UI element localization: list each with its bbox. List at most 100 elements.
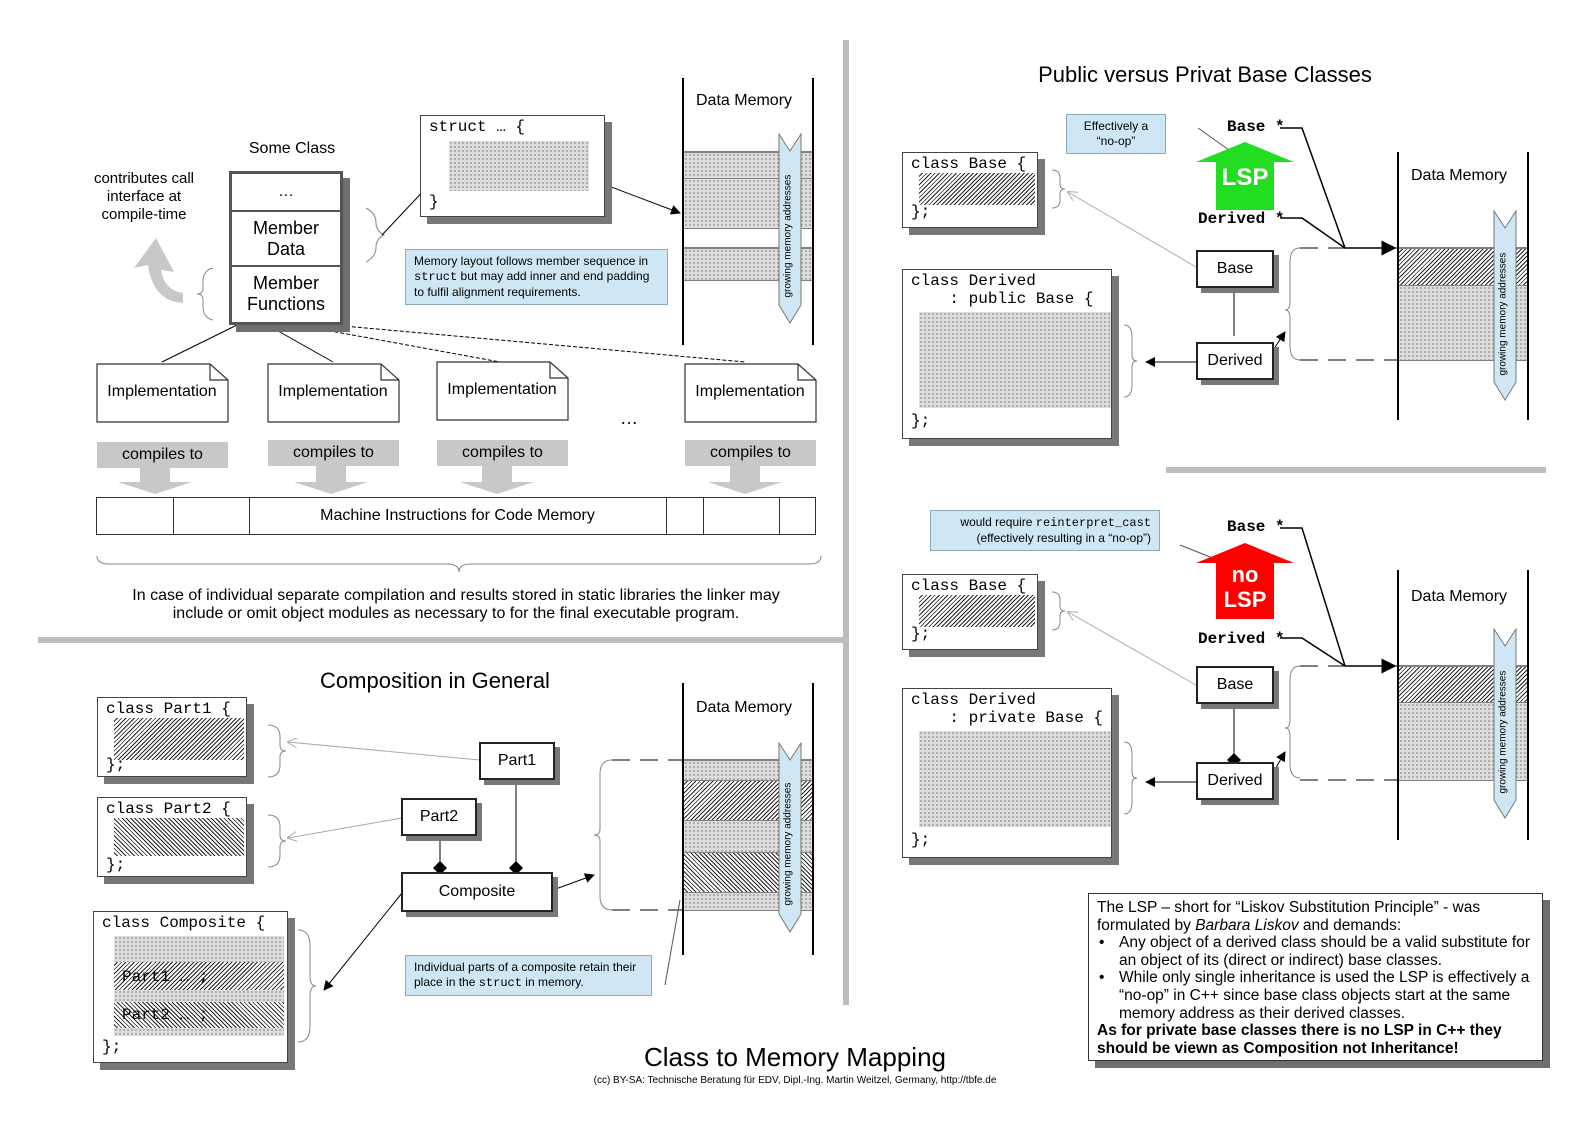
credit-line: (cc) BY-SA: Technische Beratung für EDV,… [593, 1075, 997, 1086]
lsp-green-arrow-icon [1196, 142, 1294, 210]
lsp-line2-post: and demands: [1298, 916, 1402, 934]
linker-footnote: In case of individual separate compilati… [132, 587, 780, 622]
note-text-post: but may add inner and end padding to ful… [414, 269, 650, 299]
no-label: no [1231, 562, 1259, 587]
lsp-bullet-2: •While only single inheritance is used t… [1099, 969, 1530, 1022]
part2-close: }; [106, 856, 126, 874]
composite-part1-member: Part1 … ; [122, 968, 209, 986]
composite-part2-member: Part2 … ; [122, 1006, 209, 1024]
derived-ptr-label-private: Derived * [1198, 630, 1285, 648]
public-derived-code-box: class Derived : public Base { }; [902, 269, 1112, 439]
compiles-to-2: compiles to [268, 440, 399, 466]
member-functions-cell: Member Functions [246, 273, 326, 314]
uml-public-derived: Derived [1196, 342, 1274, 380]
private-derived-open1: class Derived [911, 691, 1036, 709]
struct-open-text: struct … { [429, 118, 526, 136]
composite-code-box: class Composite { Part1 … ; Part2 … ; }; [93, 911, 288, 1063]
struct-close-text: } [429, 193, 439, 211]
uml-private-base: Base [1196, 666, 1274, 704]
part2-hatch [114, 818, 244, 856]
lsp-explanation-box: The LSP – short for “Liskov Substitution… [1088, 893, 1543, 1061]
implementation-more: … [620, 408, 638, 428]
uml-public-base: Base [1196, 250, 1274, 288]
some-class-box: … Member Data Member Functions [229, 171, 343, 325]
private-derived-open2: : private Base { [911, 709, 1104, 727]
composite-open: class Composite { [102, 914, 266, 932]
struct-code-box: struct … { } [420, 115, 605, 217]
growing-arrow-icon-1 [778, 133, 802, 324]
lsp-conclusion: As for private base classes there is no … [1097, 1022, 1502, 1057]
composition-title: Composition in General [320, 668, 550, 693]
struct-member-area [449, 141, 589, 191]
part2-code-box: class Part2 { }; [97, 797, 247, 877]
composite-pad-2 [114, 990, 284, 1002]
lsp-line2-em: Barbara Liskov [1195, 916, 1299, 934]
derived-ptr-label-public: Derived * [1198, 210, 1285, 228]
class-ellipsis: … [232, 174, 340, 212]
part1-close: }; [106, 756, 126, 774]
lsp-line2-pre: formulated by [1097, 916, 1196, 934]
composite-part2-area [114, 1002, 284, 1028]
composite-pad-3 [114, 1028, 284, 1036]
growing-arrow-icon-3 [1493, 210, 1517, 401]
machine-instructions-bar: Machine Instructions for Code Memory [96, 497, 816, 535]
growing-arrow-icon-4 [1493, 628, 1517, 819]
lsp-bullet-2-text: While only single inheritance is used th… [1119, 969, 1530, 1022]
member-data-cell: Member Data [232, 212, 340, 267]
part2-open: class Part2 { [106, 800, 231, 818]
part1-code-box: class Part1 { }; [97, 697, 247, 777]
curved-arrow-icon [134, 238, 183, 303]
private-derived-code-box: class Derived : private Base { }; [902, 688, 1112, 858]
growing-label-4: growing memory addresses [1497, 670, 1509, 794]
implementation-4: Implementation [695, 383, 805, 400]
main-title: Class to Memory Mapping [644, 1042, 946, 1072]
data-memory-label-1: Data Memory [696, 92, 793, 109]
compiles-to-1: compiles to [97, 442, 228, 468]
compiles-to-3: compiles to [437, 440, 568, 466]
some-class-label: Some Class [248, 140, 336, 157]
comp-note-post: in memory. [521, 975, 584, 989]
implementation-1: Implementation [107, 383, 217, 400]
private-base-code-box: class Base { }; [902, 574, 1038, 650]
growing-label-2: growing memory addresses [782, 782, 794, 906]
composite-part1-area [114, 962, 284, 990]
implementation-3: Implementation [447, 381, 557, 398]
public-base-close: }; [911, 203, 931, 221]
composition-note: Individual parts of a composite retain t… [405, 955, 652, 996]
growing-label-1: growing memory addresses [782, 174, 794, 298]
lsp-bullet-1: •Any object of a derived class should be… [1099, 934, 1530, 969]
reint-note-pre: would require [960, 515, 1036, 529]
part1-open: class Part1 { [106, 700, 231, 718]
public-derived-close: }; [911, 412, 931, 430]
nolsp-label: LSP [1223, 587, 1267, 612]
lsp-green-label: LSP [1221, 164, 1269, 191]
reint-note-code: reinterpret_cast [1035, 516, 1151, 530]
uml-part2: Part2 [401, 798, 477, 836]
public-derived-open2: : public Base { [911, 290, 1094, 308]
public-base-hatch [919, 173, 1035, 205]
private-derived-area [919, 731, 1111, 827]
reinterpret-note: would require reinterpret_cast (effectiv… [930, 510, 1160, 551]
uml-part1: Part1 [479, 742, 555, 780]
lsp-line2: formulated by Barbara Liskov and demands… [1097, 917, 1534, 935]
public-base-open: class Base { [911, 155, 1027, 173]
public-derived-open1: class Derived [911, 272, 1036, 290]
part1-hatch [114, 718, 244, 760]
lsp-bullet-1-text: Any object of a derived class should be … [1119, 934, 1530, 969]
compiles-to-4: compiles to [685, 440, 816, 466]
data-memory-label-2: Data Memory [696, 699, 793, 716]
base-ptr-label-private: Base * [1227, 518, 1285, 536]
lsp-line1: The LSP – short for “Liskov Substitution… [1097, 899, 1481, 916]
machine-label: Machine Instructions for Code Memory [320, 507, 595, 524]
note-text-pre: Memory layout follows member sequence in [414, 254, 649, 268]
contributes-label: contributes call interface at compile-ti… [93, 170, 195, 223]
uml-composite: Composite [401, 872, 553, 912]
composite-pad-1 [114, 936, 284, 962]
growing-label-3: growing memory addresses [1497, 252, 1509, 376]
public-private-title: Public versus Privat Base Classes [1038, 62, 1372, 87]
private-base-hatch [919, 595, 1035, 627]
memory-layout-note: Memory layout follows member sequence in… [405, 249, 668, 305]
reint-note-post: (effectively resulting in a “no-op”) [976, 531, 1151, 545]
comp-note-pre: Individual parts of a composite retain t… [414, 960, 637, 989]
